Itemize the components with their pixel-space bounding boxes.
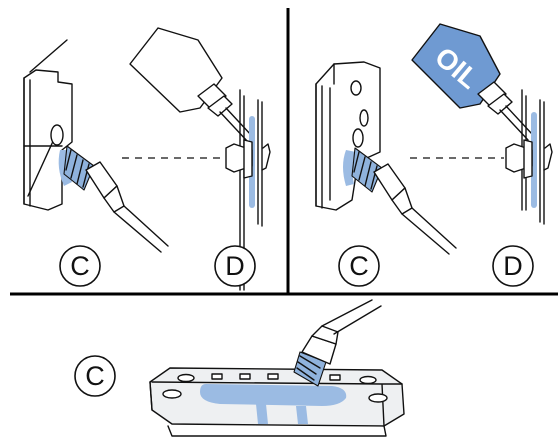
hinge-part: [24, 40, 72, 210]
label-c-text: C: [70, 251, 90, 281]
brush: [64, 146, 168, 252]
panel-bottom: C: [75, 300, 404, 436]
label-c-top-left: C: [60, 246, 100, 286]
label-c-text: C: [85, 361, 105, 391]
hinge-plate: [150, 368, 404, 436]
panel-top-left: C D: [24, 28, 270, 290]
label-c-text: C: [349, 251, 369, 281]
label-d-text: D: [225, 251, 245, 281]
panel-top-right: OIL C D: [316, 24, 552, 286]
label-d-text: D: [503, 251, 523, 281]
brush: [352, 148, 456, 254]
oil-bottle: OIL: [412, 24, 532, 140]
label-c-top-right: C: [339, 246, 379, 286]
label-c-bottom: C: [75, 356, 115, 396]
label-d-top-right: D: [493, 246, 533, 286]
oil-bottle: [130, 28, 252, 142]
door-pin: [506, 90, 552, 224]
label-d-top-left: D: [215, 246, 255, 286]
